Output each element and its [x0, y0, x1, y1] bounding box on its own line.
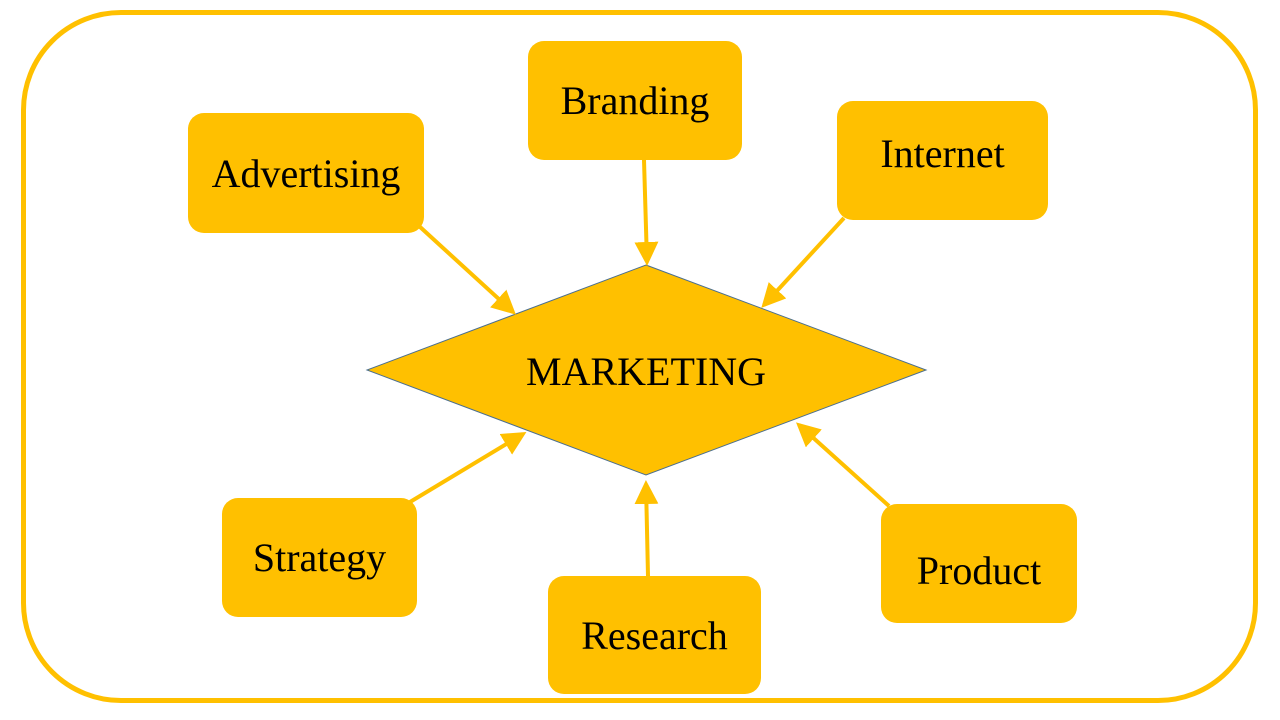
node-branding: Branding	[528, 41, 742, 160]
arrow-branding	[634, 159, 659, 266]
arrow-internet	[761, 216, 846, 308]
node-internet: Internet	[837, 101, 1048, 220]
arrow-advertising	[417, 224, 516, 315]
node-strategy: Strategy	[222, 498, 417, 617]
node-strategy-label: Strategy	[252, 535, 387, 580]
marketing-diamond	[365, 264, 928, 476]
node-product-label: Product	[916, 548, 1042, 593]
arrow-strategy	[408, 431, 527, 504]
node-product: Product	[881, 504, 1077, 623]
node-research-label: Research	[581, 612, 728, 658]
arrow-research	[634, 480, 659, 577]
node-advertising: Advertising	[188, 113, 424, 233]
diagram-frame	[21, 10, 1258, 703]
node-advertising-label: Advertising	[211, 150, 401, 196]
node-research: Research	[548, 576, 761, 694]
node-branding-label: Branding	[560, 78, 710, 123]
arrow-product	[796, 422, 891, 508]
node-internet-label: Internet	[880, 131, 1005, 176]
marketing-label: MARKETING	[526, 348, 766, 394]
